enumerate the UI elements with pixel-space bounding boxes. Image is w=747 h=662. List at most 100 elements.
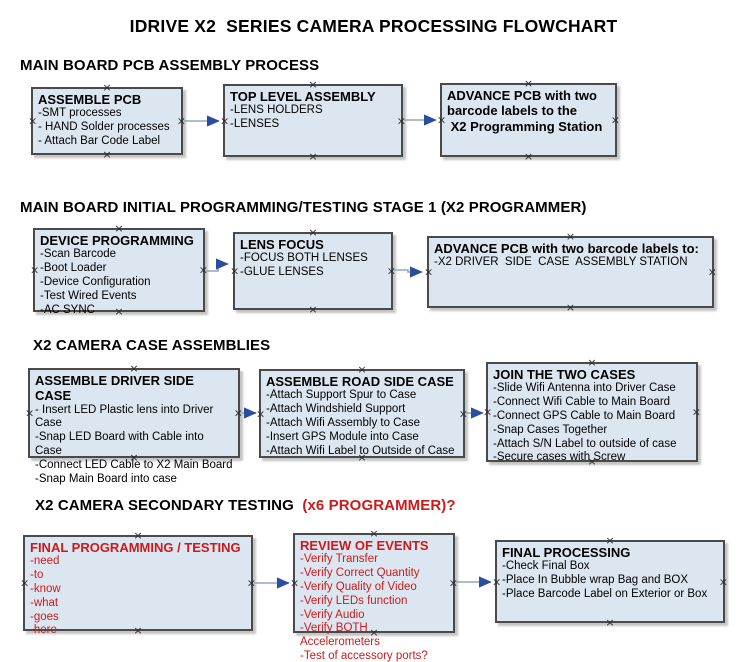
box-item: -Device Configuration (40, 275, 151, 288)
anchor-handle-icon: × (114, 305, 124, 318)
anchor-handle-icon: × (691, 405, 701, 419)
box-item: -Secure cases with Screw (493, 451, 626, 464)
section-header-text: MAIN BOARD INITIAL PROGRAMMING/TESTING S… (20, 199, 587, 216)
anchor-handle-icon: × (308, 78, 318, 91)
anchor-handle-icon: × (424, 265, 434, 279)
flow-box-assemble-road-side-case[interactable]: × × × × ASSEMBLE ROAD SIDE CASE -Attach Sup… (256, 364, 468, 463)
box-item: -Test Wired Events (40, 289, 137, 302)
anchor-handle-icon: × (357, 363, 367, 376)
box-title: LENS FOCUS (240, 237, 324, 252)
box-item: -Verify Quality of Video (300, 580, 417, 593)
box-title: JOIN THE TWO CASES (493, 367, 636, 382)
box-item: -Attach Windshield Support (266, 403, 406, 416)
box-item: - Attach Bar Code Label (38, 134, 161, 147)
section-header-text: X2 CAMERA CASE ASSEMBLIES (33, 337, 271, 354)
box-item: -what (30, 596, 59, 609)
anchor-handle-icon: × (129, 451, 139, 464)
box-item: -Place In Bubble wrap Bag and BOX (502, 574, 689, 587)
box-item: -Slide Wifi Antenna into Driver Case (493, 382, 676, 395)
anchor-handle-icon: × (129, 362, 139, 375)
box-title: TOP LEVEL ASSEMBLY (230, 89, 376, 104)
flow-box-lens-focus[interactable]: ×××× LENS FOCUS -FOCUS BOTH LENSES -GLUE… (230, 227, 396, 315)
box-item: -to (30, 569, 44, 582)
flow-box-join-the-two-cases[interactable]: × × × × JOIN THE TWO CASES -Slide Wifi Ante… (483, 357, 701, 467)
box-title: FINAL PROGRAMMING / TESTING (30, 540, 241, 555)
anchor-handle-icon: × (458, 407, 468, 420)
box-item: -Scan Barcode (40, 248, 117, 261)
box-title: ADVANCE PCB with two barcode labels to: (434, 241, 699, 256)
box-item: -Insert GPS Module into Case (266, 430, 419, 443)
box-item: -goes (30, 610, 59, 623)
box-title: ASSEMBLE DRIVER SIDE CASE (35, 373, 198, 404)
anchor-handle-icon: × (133, 624, 143, 637)
box-title: REVIEW OF EVENTS (300, 538, 429, 553)
anchor-handle-icon: × (30, 263, 40, 277)
anchor-handle-icon: × (396, 114, 406, 127)
box-title: DEVICE PROGRAMMING (40, 233, 194, 248)
box-item: -need (30, 555, 60, 568)
anchor-handle-icon: × (220, 114, 230, 127)
box-item: -Verify Correct Quantity (300, 567, 420, 580)
anchor-handle-icon: × (246, 576, 256, 590)
anchor-handle-icon: × (308, 150, 318, 163)
box-item: -Check Final Box (502, 560, 590, 573)
flow-box-advance-pcb-driver-side-station[interactable]: ×××× ADVANCE PCB with two barcode labels… (424, 231, 717, 313)
anchor-handle-icon: × (587, 455, 597, 468)
anchor-handle-icon: × (102, 81, 112, 94)
box-item: -Attach Wifi Assembly to Case (266, 416, 421, 429)
page-title: IDRIVE X2 SERIES CAMERA PROCESSING FLOWC… (129, 16, 618, 36)
anchor-handle-icon: × (308, 226, 318, 239)
box-item: -Snap LED Board with Cable into Case (35, 431, 207, 458)
anchor-handle-icon: × (483, 405, 493, 419)
box-item: -GLUE LENSES (240, 266, 324, 279)
box-item: -X2 DRIVER SIDE CASE ASSEMBLY STATION (434, 256, 688, 269)
anchor-handle-icon: × (565, 301, 576, 314)
anchor-handle-icon: × (707, 265, 717, 279)
flow-box-top-level-assembly[interactable]: ×××× TOP LEVEL ASSEMBLY -LENS HOLDERS -L… (220, 79, 406, 162)
anchor-handle-icon: × (233, 406, 243, 420)
anchor-handle-icon: × (114, 222, 124, 235)
box-item: -Verify LEDs function (300, 594, 408, 607)
anchor-handle-icon: × (718, 575, 728, 588)
box-item: -Connect LED Cable to X2 Main Board (35, 458, 233, 471)
box-item: -Attach Support Spur to Case (266, 389, 417, 402)
section-header-initial-programming: MAIN BOARD INITIAL PROGRAMMING/TESTING S… (20, 199, 587, 216)
anchor-handle-icon: × (605, 616, 615, 629)
flow-box-final-programming-testing[interactable]: ×××× FINAL PROGRAMMING / TESTING -need -… (20, 530, 256, 636)
box-item: -Verify BOTH Accelerometers (300, 622, 380, 649)
flow-box-review-of-events[interactable]: ×××× REVIEW OF EVENTS -Verify Transfer -… (290, 528, 458, 662)
anchor-handle-icon: × (437, 113, 447, 127)
box-item: -Snap Cases Together (493, 423, 608, 436)
flow-box-assemble-driver-side-case[interactable]: ×××× ASSEMBLE DRIVER SIDE CASE - Insert … (25, 363, 243, 485)
box-item: -Connect GPS Cable to Main Board (493, 409, 676, 422)
box-item: -here (30, 624, 57, 637)
flow-box-assemble-pcb[interactable]: ×××× ASSEMBLE PCB -SMT processes - HAND … (28, 82, 186, 160)
anchor-handle-icon: × (256, 407, 266, 420)
box-title: ASSEMBLE ROAD SIDE CASE (266, 374, 454, 389)
flow-box-advance-pcb-programming-station[interactable]: ×××× ADVANCE PCB with two barcode labels… (437, 78, 620, 162)
anchor-handle-icon: × (230, 264, 240, 278)
box-title: ASSEMBLE PCB (38, 92, 142, 107)
anchor-handle-icon: × (198, 263, 208, 277)
anchor-handle-icon: × (448, 576, 458, 590)
box-item: - HAND Solder processes (38, 121, 170, 134)
box-item: - Insert LED Plastic lens into Driver Ca… (35, 403, 217, 430)
box-item: -Verify Audio (300, 608, 365, 621)
anchor-handle-icon: × (587, 356, 597, 369)
box-item: -Attach S/N Label to outside of case (493, 437, 677, 450)
anchor-handle-icon: × (610, 113, 620, 127)
box-item: -Verify Transfer (300, 553, 378, 566)
anchor-handle-icon: × (523, 150, 534, 163)
anchor-handle-icon: × (357, 451, 367, 464)
box-item: -Place Barcode Label on Exterior or Box (502, 587, 708, 600)
box-item: -AC SYNC (40, 303, 95, 316)
anchor-handle-icon: × (369, 527, 379, 540)
anchor-handle-icon: × (492, 575, 502, 588)
anchor-handle-icon: × (605, 534, 615, 547)
box-item: -Snap Main Board into case (35, 472, 177, 485)
anchor-handle-icon: × (176, 114, 186, 128)
connector-arrow (394, 266, 423, 278)
flow-box-device-programming[interactable]: ×××× DEVICE PROGRAMMING -Scan Barcode -B… (30, 223, 208, 317)
flow-box-final-processing[interactable]: ×××× FINAL PROCESSING -Check Final Box -… (492, 535, 728, 628)
